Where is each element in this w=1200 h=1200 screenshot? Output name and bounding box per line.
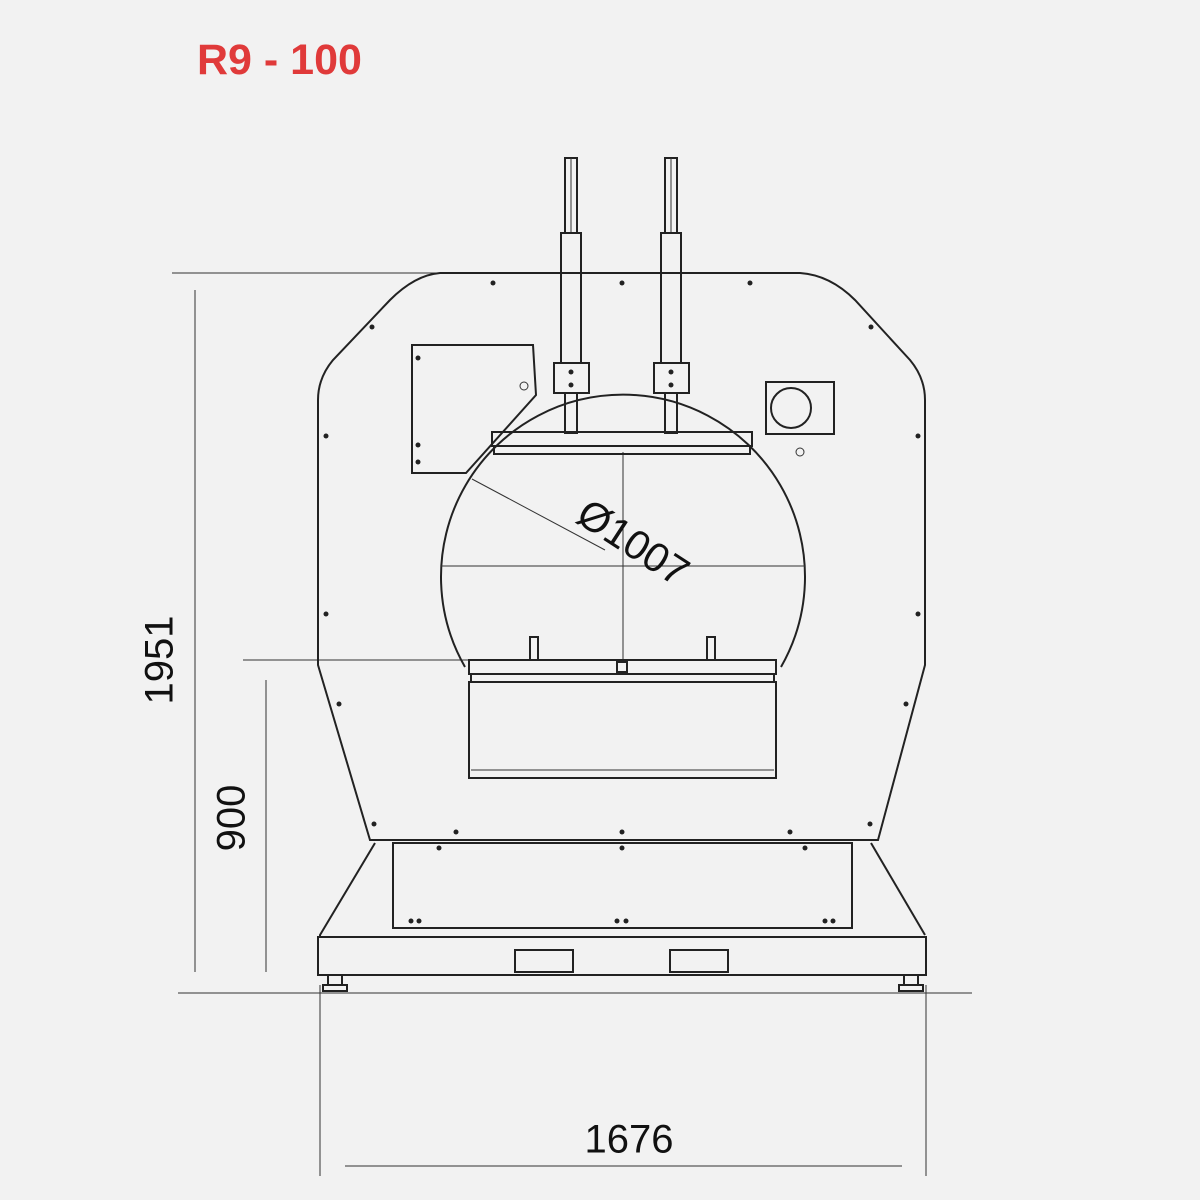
- table-height-dimension: 900: [209, 784, 254, 852]
- dimension-lines: [172, 272, 972, 1176]
- fan-unit: [765, 381, 835, 457]
- top-press-plate: [491, 431, 753, 455]
- overall-width-dimension: 1676: [584, 1117, 674, 1162]
- model-title: R9 - 100: [197, 36, 362, 84]
- turntable: [468, 636, 777, 779]
- wrapping-ring: [440, 393, 806, 668]
- top-press-columns: [553, 157, 690, 434]
- bolt-markers: [323, 280, 921, 924]
- machine-frame: [317, 272, 926, 841]
- machine-base: [317, 842, 927, 992]
- overall-height-dimension: 1951: [137, 615, 182, 705]
- control-box: [411, 344, 538, 474]
